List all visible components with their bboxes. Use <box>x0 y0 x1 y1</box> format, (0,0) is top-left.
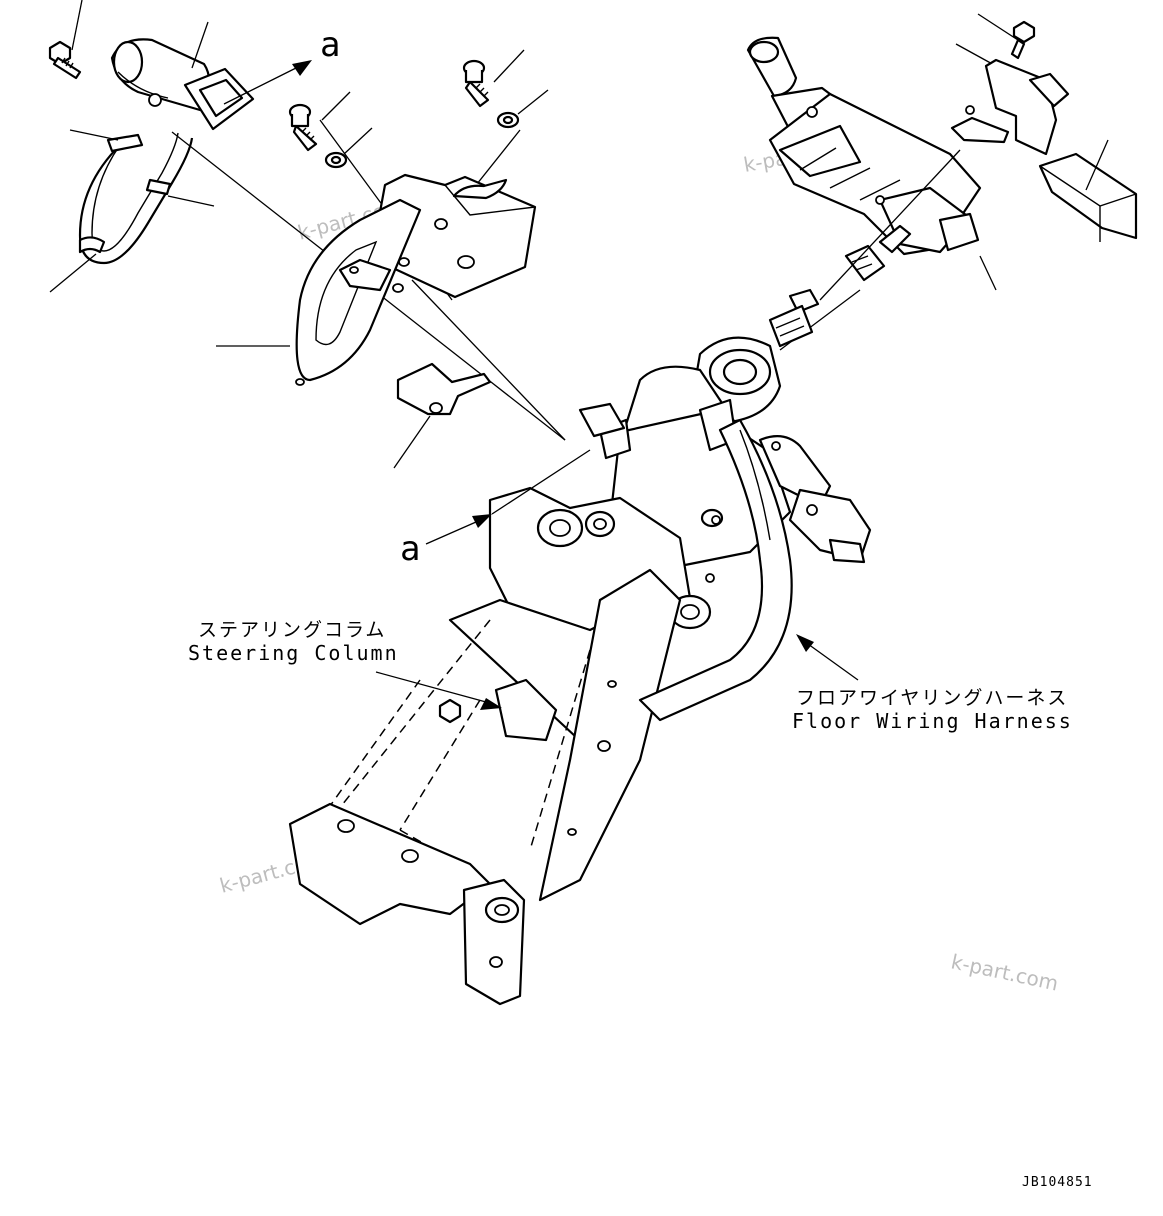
washer-part <box>324 151 348 169</box>
bolt-part <box>288 103 318 152</box>
floor-harness-label-en: Floor Wiring Harness <box>792 709 1073 733</box>
washer-part <box>496 111 520 129</box>
callout-a-mid: a <box>400 529 420 569</box>
label-tag-part <box>1038 152 1138 242</box>
screw-part <box>1010 20 1036 60</box>
bracket-part <box>950 58 1070 156</box>
bolt-part <box>462 59 490 108</box>
callout-a-top: a <box>320 25 340 65</box>
bracket-part <box>295 173 537 386</box>
combination-switch-part <box>746 36 982 282</box>
steering-column-label-jp: ステアリングコラム <box>198 619 386 641</box>
clip-part <box>396 362 492 416</box>
screw-part <box>48 40 82 80</box>
connector-assembly <box>48 38 255 265</box>
watermark: k-part.com <box>949 949 1061 995</box>
drawing-code: JB104851 <box>1022 1175 1093 1190</box>
floor-harness-label-jp: フロアワイヤリングハーネス <box>796 687 1068 709</box>
steering-column-label-en: Steering Column <box>188 641 399 665</box>
steering-column-part <box>288 288 872 1006</box>
